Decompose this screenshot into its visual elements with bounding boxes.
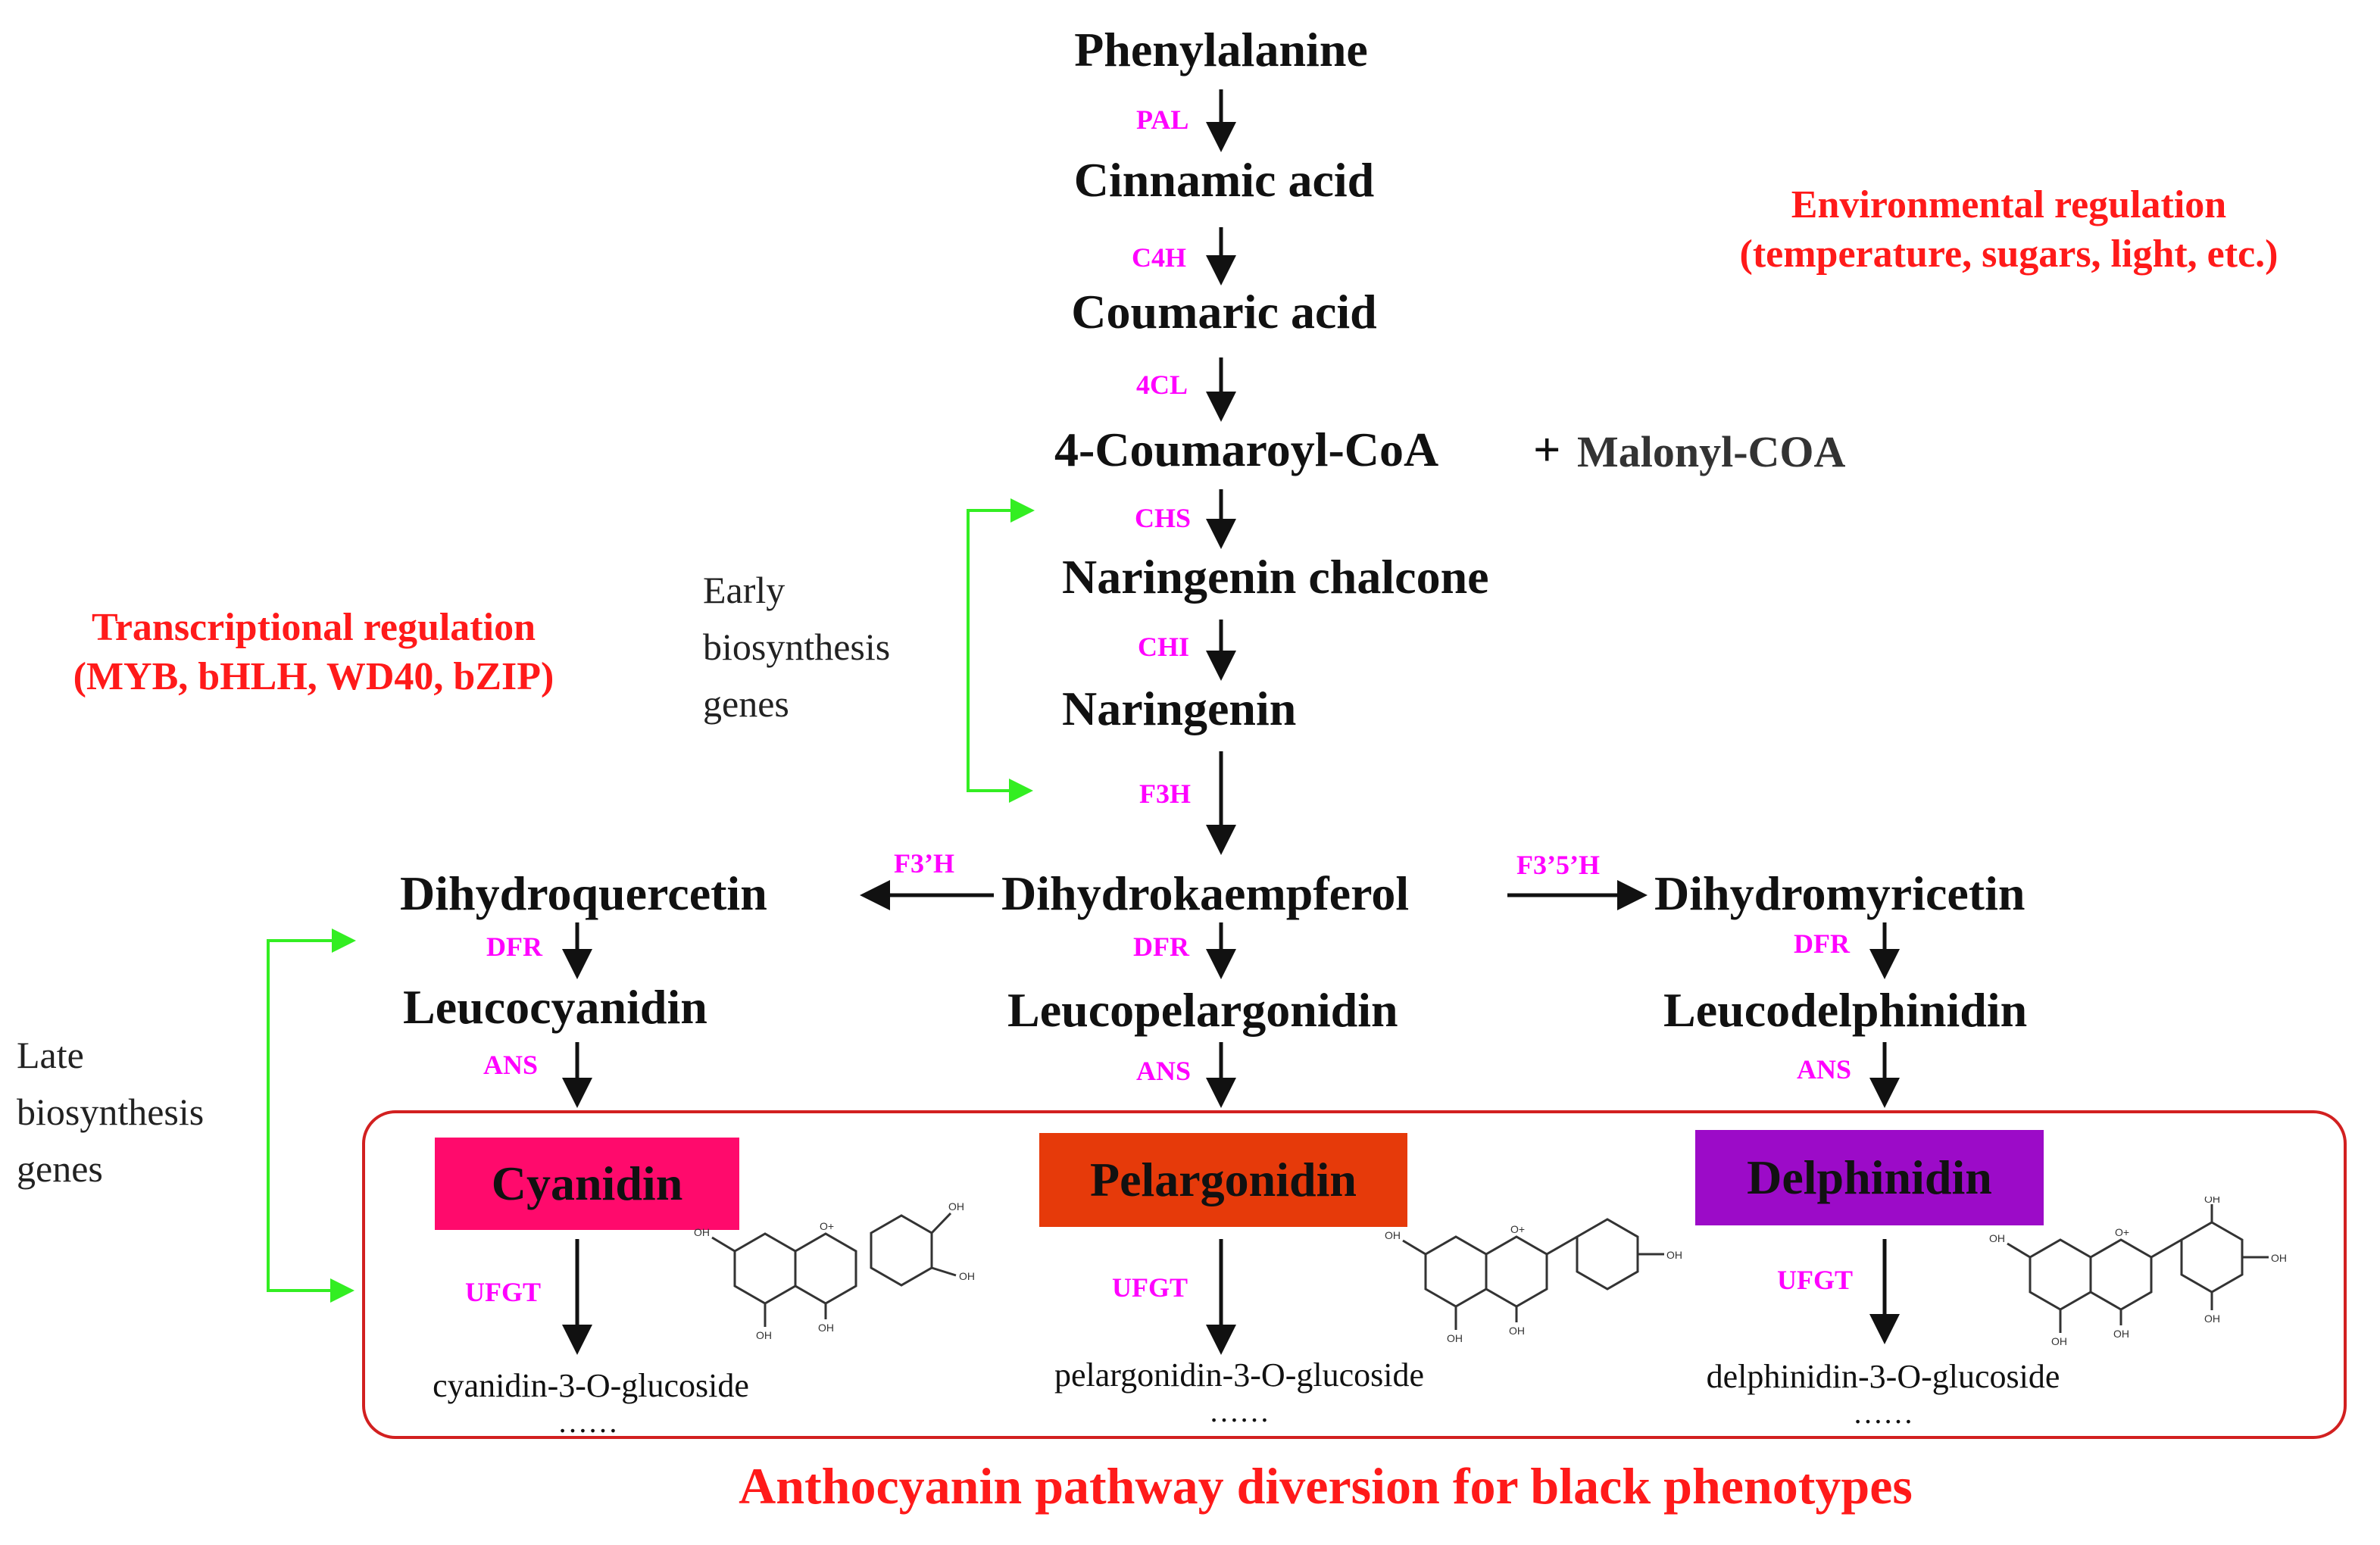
pigment-box-pelargonidin: Pelargonidin [1039,1133,1407,1227]
enzyme-dfr-right: DFR [1794,929,1850,959]
oxonium-label: O+ [2115,1226,2129,1238]
early-genes-bracket [967,509,1033,803]
compound-dihydroquercetin: Dihydroquercetin [400,866,767,920]
compound-dihydromyricetin: Dihydromyricetin [1654,866,2025,920]
late-genes-bracket [267,939,355,1303]
enzyme-chi: CHI [1138,632,1190,662]
compound-naringenin: Naringenin [1062,682,1297,735]
oh-label-5prime: OH [2204,1312,2220,1325]
ellipsis-pelargonidin: …… [1209,1394,1270,1428]
enzyme-f3h: F3H [1139,779,1191,809]
transcriptional-regulation-title: Transcriptional regulation [92,606,536,649]
enzyme-ufgt-right: UFGT [1777,1265,1854,1295]
compound-phenylalanine: Phenylalanine [1074,23,1368,76]
oh-label-4prime: OH [959,1270,975,1282]
plus-sign: + [1533,423,1561,476]
product-pelargonidin-3-o-glucoside: pelargonidin-3-O-glucoside [1054,1356,1424,1394]
oh-label-4prime: OH [2271,1252,2287,1264]
enzyme-f3prime5prime-h: F3’5’H [1516,850,1600,880]
compound-leucopelargonidin: Leucopelargonidin [1007,983,1398,1037]
pigment-box-delphinidin: Delphinidin [1695,1130,2044,1225]
enzyme-f3prime-h: F3’H [894,848,954,879]
oxonium-label: O+ [1510,1223,1525,1235]
enzyme-ufgt-left: UFGT [465,1277,542,1307]
compound-leucocyanidin: Leucocyanidin [403,980,707,1034]
oh-label-3prime: OH [2204,1197,2220,1205]
ellipsis-cyanidin: …… [558,1405,618,1439]
enzyme-dfr-left: DFR [486,932,542,962]
environmental-regulation-detail: (temperature, sugars, light, etc.) [1739,233,2278,276]
early-genes-line-3: genes [703,682,789,725]
oh-label-3: OH [2113,1328,2129,1340]
oxonium-label: O+ [820,1220,834,1232]
enzyme-dfr-center: DFR [1133,932,1189,962]
transcriptional-regulation-detail: (MYB, bHLH, WD40, bZIP) [73,655,554,698]
enzyme-ans-left: ANS [483,1050,539,1080]
compound-naringenin-chalcone: Naringenin chalcone [1062,550,1489,604]
enzyme-c4h: C4H [1132,242,1186,273]
oh-label-3prime: OH [948,1200,964,1213]
delphinidin-structure-image: OH OH OH OH OH OH O+ [1989,1197,2287,1347]
product-cyanidin-3-o-glucoside: cyanidin-3-O-glucoside [433,1367,749,1404]
compound-leucodelphinidin: Leucodelphinidin [1663,983,2028,1037]
ellipsis-delphinidin: …… [1853,1396,1913,1430]
oh-label-7: OH [1989,1232,2005,1244]
product-delphinidin-3-o-glucoside: delphinidin-3-O-glucoside [1706,1358,2060,1395]
pigment-box-cyanidin: Cyanidin [435,1138,739,1230]
oh-label-3: OH [1509,1325,1525,1337]
environmental-regulation-title: Environmental regulation [1791,183,2227,226]
cyanidin-structure-image: OH OH OH OH OH O+ [694,1200,975,1341]
environmental-regulation: Environmental regulation (temperature, s… [1685,180,2333,279]
compound-dihydrokaempferol: Dihydrokaempferol [1001,866,1410,920]
transcriptional-regulation: Transcriptional regulation (MYB, bHLH, W… [20,603,607,701]
late-genes-line-1: Late [17,1034,84,1076]
oh-label-7: OH [694,1226,710,1238]
early-biosynthesis-genes-label: Early biosynthesis genes [703,562,890,732]
compound-cinnamic-acid: Cinnamic acid [1073,153,1375,207]
enzyme-pal: PAL [1136,105,1189,135]
enzyme-ans-center: ANS [1136,1056,1192,1086]
oh-label-7: OH [1385,1229,1401,1241]
late-biosynthesis-genes-label: Late biosynthesis genes [17,1027,204,1197]
compound-4-coumaroyl-coa: 4-Coumaroyl-CoA [1054,423,1439,476]
enzyme-ans-right: ANS [1797,1054,1852,1085]
oh-label-5: OH [756,1329,772,1341]
enzyme-ufgt-center: UFGT [1112,1272,1188,1303]
early-genes-line-2: biosynthesis [703,626,891,668]
late-genes-line-2: biosynthesis [17,1091,205,1133]
oh-label-5: OH [1447,1332,1463,1344]
early-genes-line-1: Early [703,569,786,611]
oh-label-5: OH [2051,1335,2067,1347]
pelargonidin-structure-image: OH OH OH OH O+ [1385,1218,1682,1344]
compound-malonyl-coa: Malonyl-COA [1577,427,1846,476]
oh-label-3: OH [818,1322,834,1334]
oh-label-4prime: OH [1666,1249,1682,1261]
compound-coumaric-acid: Coumaric acid [1071,285,1377,339]
pigment-diversion-box [362,1110,2347,1439]
late-genes-line-3: genes [17,1147,103,1190]
enzyme-chs: CHS [1135,503,1192,533]
enzyme-4cl: 4CL [1136,370,1188,400]
diagram-footer-title: Anthocyanin pathway diversion for black … [739,1457,1913,1515]
